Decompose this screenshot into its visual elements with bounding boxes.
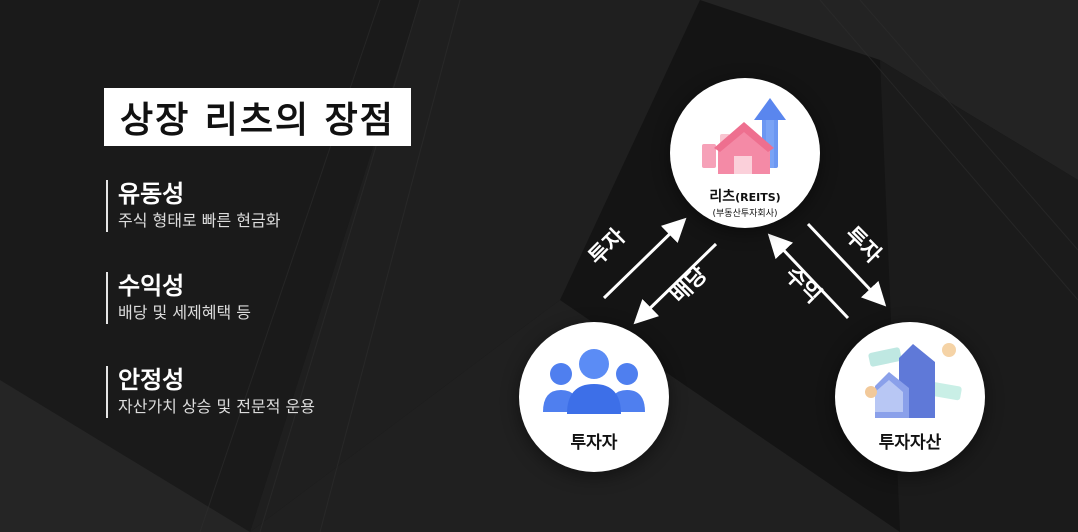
node-investor-label: 투자자 — [570, 433, 618, 453]
feature-description: 배당 및 세제혜택 등 — [118, 303, 252, 322]
page-title: 상장 리츠의 장점 — [104, 88, 411, 146]
arrow-reits-to-asset — [806, 222, 887, 307]
feature-profitability: 수익성 배당 및 세제혜택 등 — [106, 272, 251, 324]
arrow-label-dividend: 배당 — [666, 262, 712, 308]
node-reits-sublabel: (부동산투자회사) — [712, 209, 778, 219]
node-investor: 투자자 — [519, 322, 669, 472]
feature-stability: 안정성 자산가치 상승 및 전문적 운용 — [106, 366, 315, 418]
reits-house-growth-icon — [702, 98, 786, 174]
feature-heading: 안정성 — [118, 366, 185, 394]
arrow-label-invest-left: 투자 — [584, 224, 631, 271]
arrow-asset-to-reits — [767, 233, 850, 320]
feature-description: 주식 형태로 빠른 현금화 — [118, 211, 281, 230]
feature-heading: 유동성 — [118, 180, 185, 208]
arrow-label-return: 수익 — [779, 262, 825, 308]
arrow-label-invest-right: 투자 — [839, 222, 886, 269]
people-group-icon — [543, 349, 645, 414]
buildings-assets-icon — [865, 343, 962, 418]
node-asset-label: 투자자산 — [878, 433, 942, 453]
arrow-reits-to-investor — [633, 242, 718, 325]
arrow-investor-to-reits — [602, 217, 687, 300]
page-title-text: 상장 리츠의 장점 — [120, 100, 395, 141]
node-asset: 투자자산 — [835, 322, 985, 472]
reits-label-suffix: (REITS) — [735, 191, 781, 204]
feature-description: 자산가치 상승 및 전문적 운용 — [118, 397, 315, 416]
node-reits-label: 리츠(REITS) — [670, 186, 820, 206]
node-reits: 리츠(REITS) (부동산투자회사) — [670, 78, 820, 228]
feature-heading: 수익성 — [118, 272, 185, 300]
feature-liquidity: 유동성 주식 형태로 빠른 현금화 — [106, 180, 280, 232]
reits-label-main: 리츠 — [709, 189, 736, 205]
